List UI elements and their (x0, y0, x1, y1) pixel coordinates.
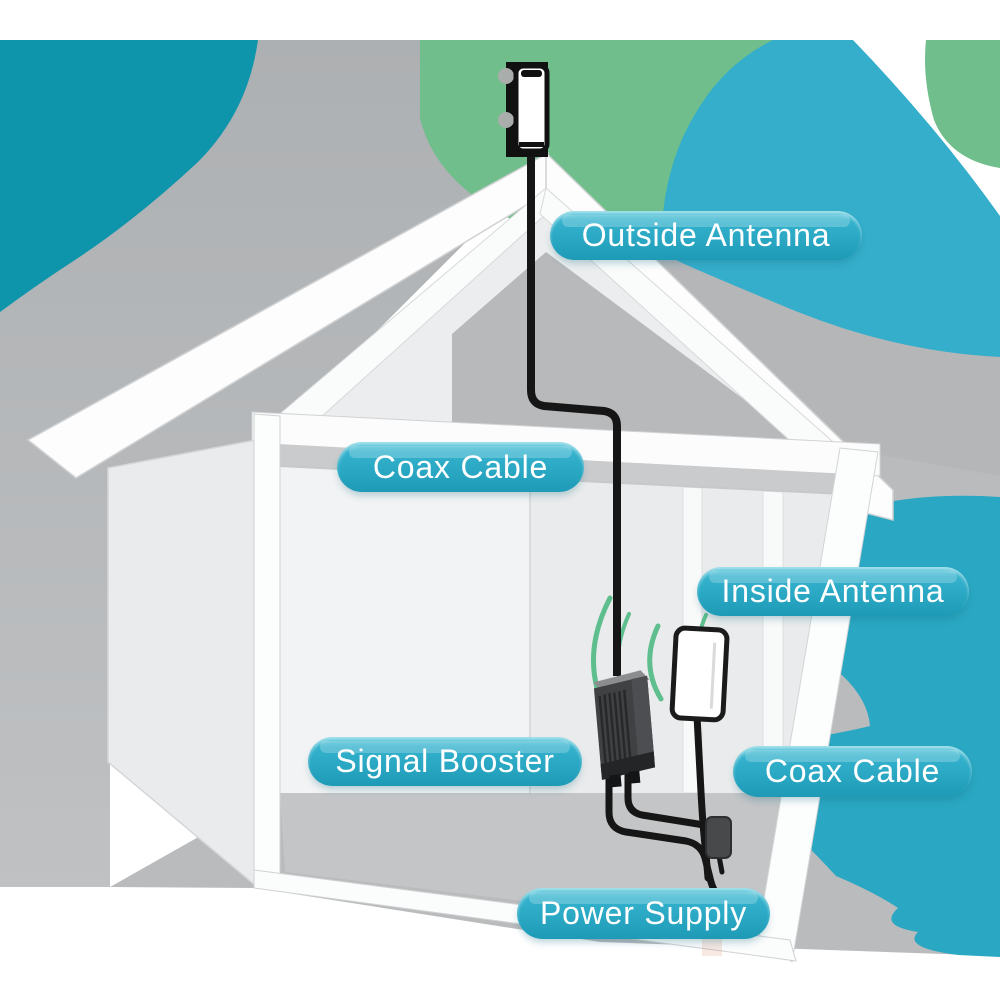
outside-antenna-label: Outside Antenna (550, 211, 862, 260)
inside-antenna-label: Inside Antenna (697, 567, 969, 616)
coax-cable-outside-line (527, 150, 621, 676)
coax-cable-inside-label-text: Coax Cable (764, 753, 941, 789)
floor-smudge (702, 934, 722, 956)
power-supply-label-text: Power Supply (539, 895, 748, 931)
teal-blob-top-right (661, 40, 1000, 357)
coax-cable-inside-label: Coax Cable (733, 746, 972, 797)
outside-antenna-label-text: Outside Antenna (581, 217, 831, 253)
power-supply-device (705, 816, 732, 875)
green-blob-corner (925, 40, 1000, 168)
inside-antenna-label-text: Inside Antenna (721, 573, 945, 609)
outside-antenna-device (498, 62, 550, 157)
signal-booster-device (593, 670, 656, 788)
left-wall (107, 439, 257, 888)
signal-booster-label-text: Signal Booster (335, 743, 555, 779)
coax-cable-outside-label-text: Coax Cable (372, 448, 549, 485)
corner-post-left (253, 413, 281, 887)
inside-antenna-device (669, 625, 730, 723)
teal-blob-top-left (0, 40, 258, 312)
coax-cable-outside-label: Coax Cable (337, 442, 584, 492)
power-supply-label: Power Supply (517, 888, 770, 939)
signal-booster-label: Signal Booster (308, 737, 582, 786)
